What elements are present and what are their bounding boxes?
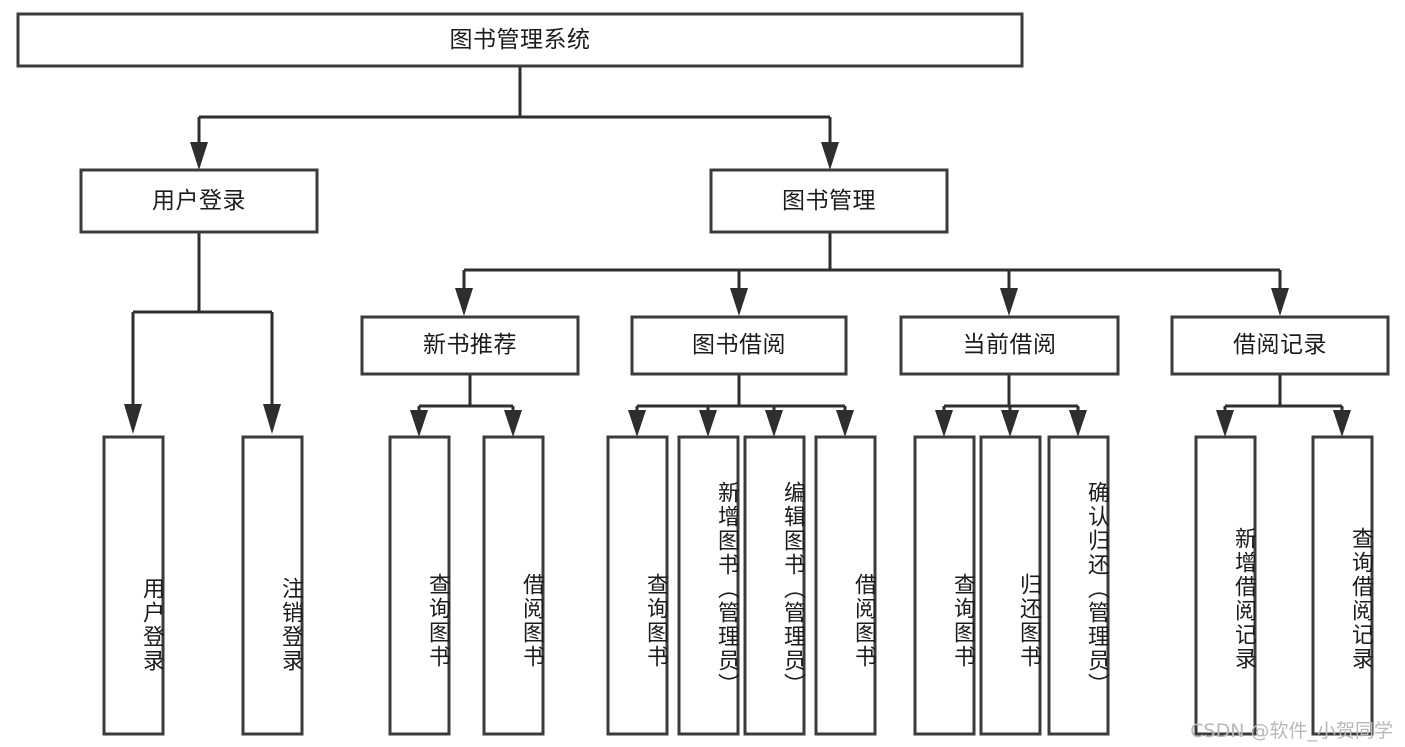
arrowhead-leaf-query-book-2: [628, 410, 646, 437]
arrowhead-leaf-logout-login: [263, 404, 281, 434]
arrowhead-new-book-recommend: [455, 288, 473, 316]
arrowhead-leaf-user-login: [124, 404, 142, 434]
arrowhead-leaf-return-book: [1001, 410, 1019, 437]
edge-group-book-management: [455, 232, 1289, 316]
node-box-leaf-borrow-book-2[interactable]: [814, 435, 877, 736]
node-box-leaf-query-book-2[interactable]: [606, 435, 669, 736]
node-box-leaf-add-record[interactable]: [1194, 435, 1257, 736]
edge-group-new-book-recommend: [410, 374, 522, 437]
node-box-leaf-confirm-return[interactable]: [1047, 435, 1110, 736]
node-box-root[interactable]: [16, 12, 1024, 68]
arrowhead-current-borrow: [1000, 288, 1018, 316]
node-box-leaf-edit-book[interactable]: [743, 435, 806, 736]
node-box-leaf-query-book-3[interactable]: [913, 435, 976, 736]
arrowhead-leaf-query-book-3: [935, 410, 953, 437]
node-box-book-management[interactable]: [709, 168, 949, 234]
node-box-new-book-recommend[interactable]: [360, 315, 580, 376]
node-box-leaf-query-record[interactable]: [1311, 435, 1374, 736]
node-box-leaf-borrow-book-1[interactable]: [482, 435, 545, 736]
arrowhead-leaf-edit-book: [765, 410, 783, 437]
arrowhead-book-management: [821, 142, 839, 170]
arrowhead-leaf-query-book-1: [410, 410, 428, 437]
node-box-user-login[interactable]: [79, 168, 319, 234]
node-box-leaf-query-book-1[interactable]: [388, 435, 451, 736]
edge-group-borrow-record: [1216, 374, 1351, 437]
node-box-leaf-return-book[interactable]: [979, 435, 1042, 736]
edge-group-root: [190, 66, 839, 170]
node-box-book-borrow[interactable]: [630, 315, 848, 376]
node-box-leaf-user-login[interactable]: [102, 435, 165, 736]
arrowhead-book-borrow: [730, 288, 748, 316]
node-box-leaf-add-book[interactable]: [677, 435, 740, 736]
node-box-borrow-record[interactable]: [1170, 315, 1390, 376]
edge-group-user-login: [124, 232, 281, 434]
arrowhead-borrow-record: [1271, 288, 1289, 316]
arrowhead-user-login: [190, 142, 208, 170]
arrowhead-leaf-confirm-return: [1069, 410, 1087, 437]
node-box-leaf-logout-login[interactable]: [241, 435, 304, 736]
arrowhead-leaf-borrow-book-2: [836, 410, 854, 437]
arrowhead-leaf-add-book: [699, 410, 717, 437]
edge-group-current-borrow: [935, 374, 1087, 437]
arrowhead-leaf-add-record: [1216, 410, 1234, 437]
arrowhead-leaf-borrow-book-1: [504, 410, 522, 437]
edge-group-book-borrow: [628, 374, 854, 437]
node-box-current-borrow[interactable]: [899, 315, 1120, 376]
arrowhead-leaf-query-record: [1333, 410, 1351, 437]
